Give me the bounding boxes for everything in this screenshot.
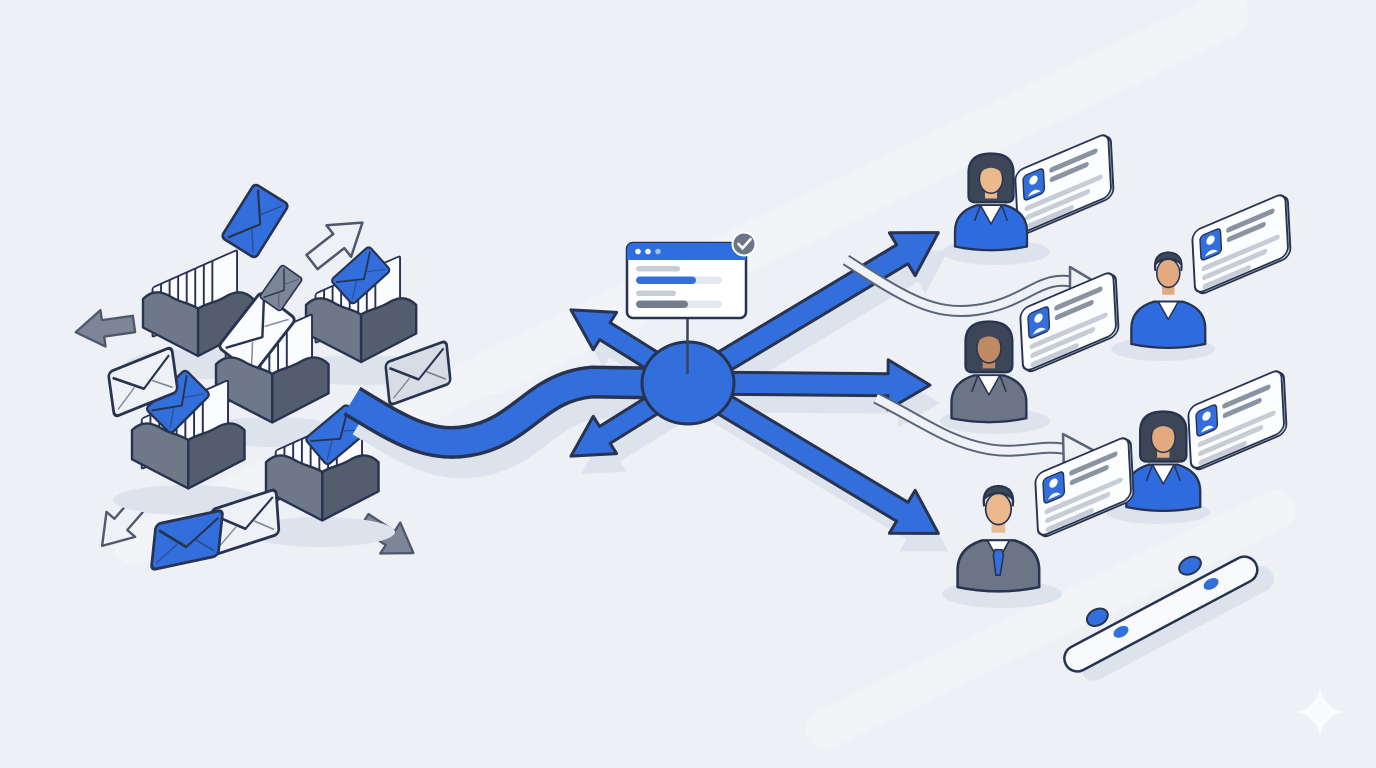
window-label-line-1 [636, 266, 680, 272]
check-badge [731, 231, 757, 257]
tray-shadow [247, 517, 395, 547]
timeline-dot-1 [1113, 625, 1129, 638]
sparkle-watermark [1296, 688, 1344, 736]
progress-fill-blue [636, 276, 696, 284]
loose-envelope-blue-top [219, 182, 291, 260]
check-icon [737, 237, 752, 251]
profile-card-1 [1013, 130, 1115, 239]
recipients [940, 130, 1292, 608]
profile-card-2 [1190, 190, 1292, 299]
recipient-5 [956, 484, 1041, 593]
progress-fill-gray [636, 300, 688, 308]
window-titlebar [627, 243, 746, 260]
scatter-arrow-left [71, 304, 138, 352]
status-window [625, 231, 757, 374]
window-label-line-2 [636, 290, 676, 296]
timeline-dot-2 [1203, 578, 1219, 590]
timeline-marker-2 [1178, 555, 1202, 576]
window-dots [635, 248, 661, 255]
profile-card-4 [1186, 366, 1288, 475]
recipient-3 [950, 320, 1028, 424]
timeline-marker-1 [1085, 607, 1109, 627]
document-cluster [106, 182, 453, 572]
timeline-bar [1063, 555, 1274, 681]
